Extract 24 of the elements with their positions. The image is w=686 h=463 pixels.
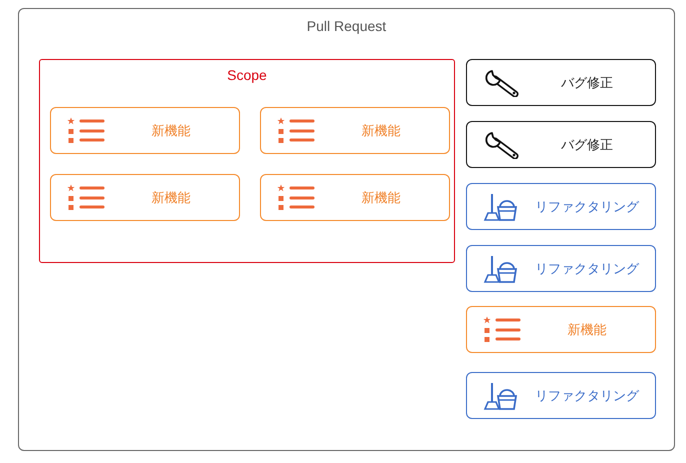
feature-box: [260, 174, 450, 221]
node-label: リファクタリング: [534, 260, 640, 278]
node-label: リファクタリング: [534, 198, 640, 216]
node-label: 新機能: [360, 188, 402, 206]
bugfix-box: [466, 121, 656, 168]
refactor-box: [466, 245, 656, 292]
node-label: 新機能: [150, 188, 192, 206]
container-title: Pull Request: [306, 18, 388, 34]
node-label: バグ修正: [560, 136, 614, 154]
bugfix-box: [466, 59, 656, 106]
scope-box: [39, 59, 455, 263]
node-label: 新機能: [150, 122, 192, 140]
node-label: 新機能: [360, 122, 402, 140]
feature-box: [260, 107, 450, 154]
node-label: バグ修正: [560, 74, 614, 92]
refactor-box: [466, 372, 656, 419]
node-label: 新機能: [566, 320, 608, 338]
node-label: リファクタリング: [534, 386, 640, 404]
refactor-box: [466, 183, 656, 230]
feature-box: [50, 107, 240, 154]
pull-request-container: [18, 8, 675, 451]
scope-title: Scope: [226, 67, 268, 83]
feature-box: [50, 174, 240, 221]
feature-box: [466, 306, 656, 353]
